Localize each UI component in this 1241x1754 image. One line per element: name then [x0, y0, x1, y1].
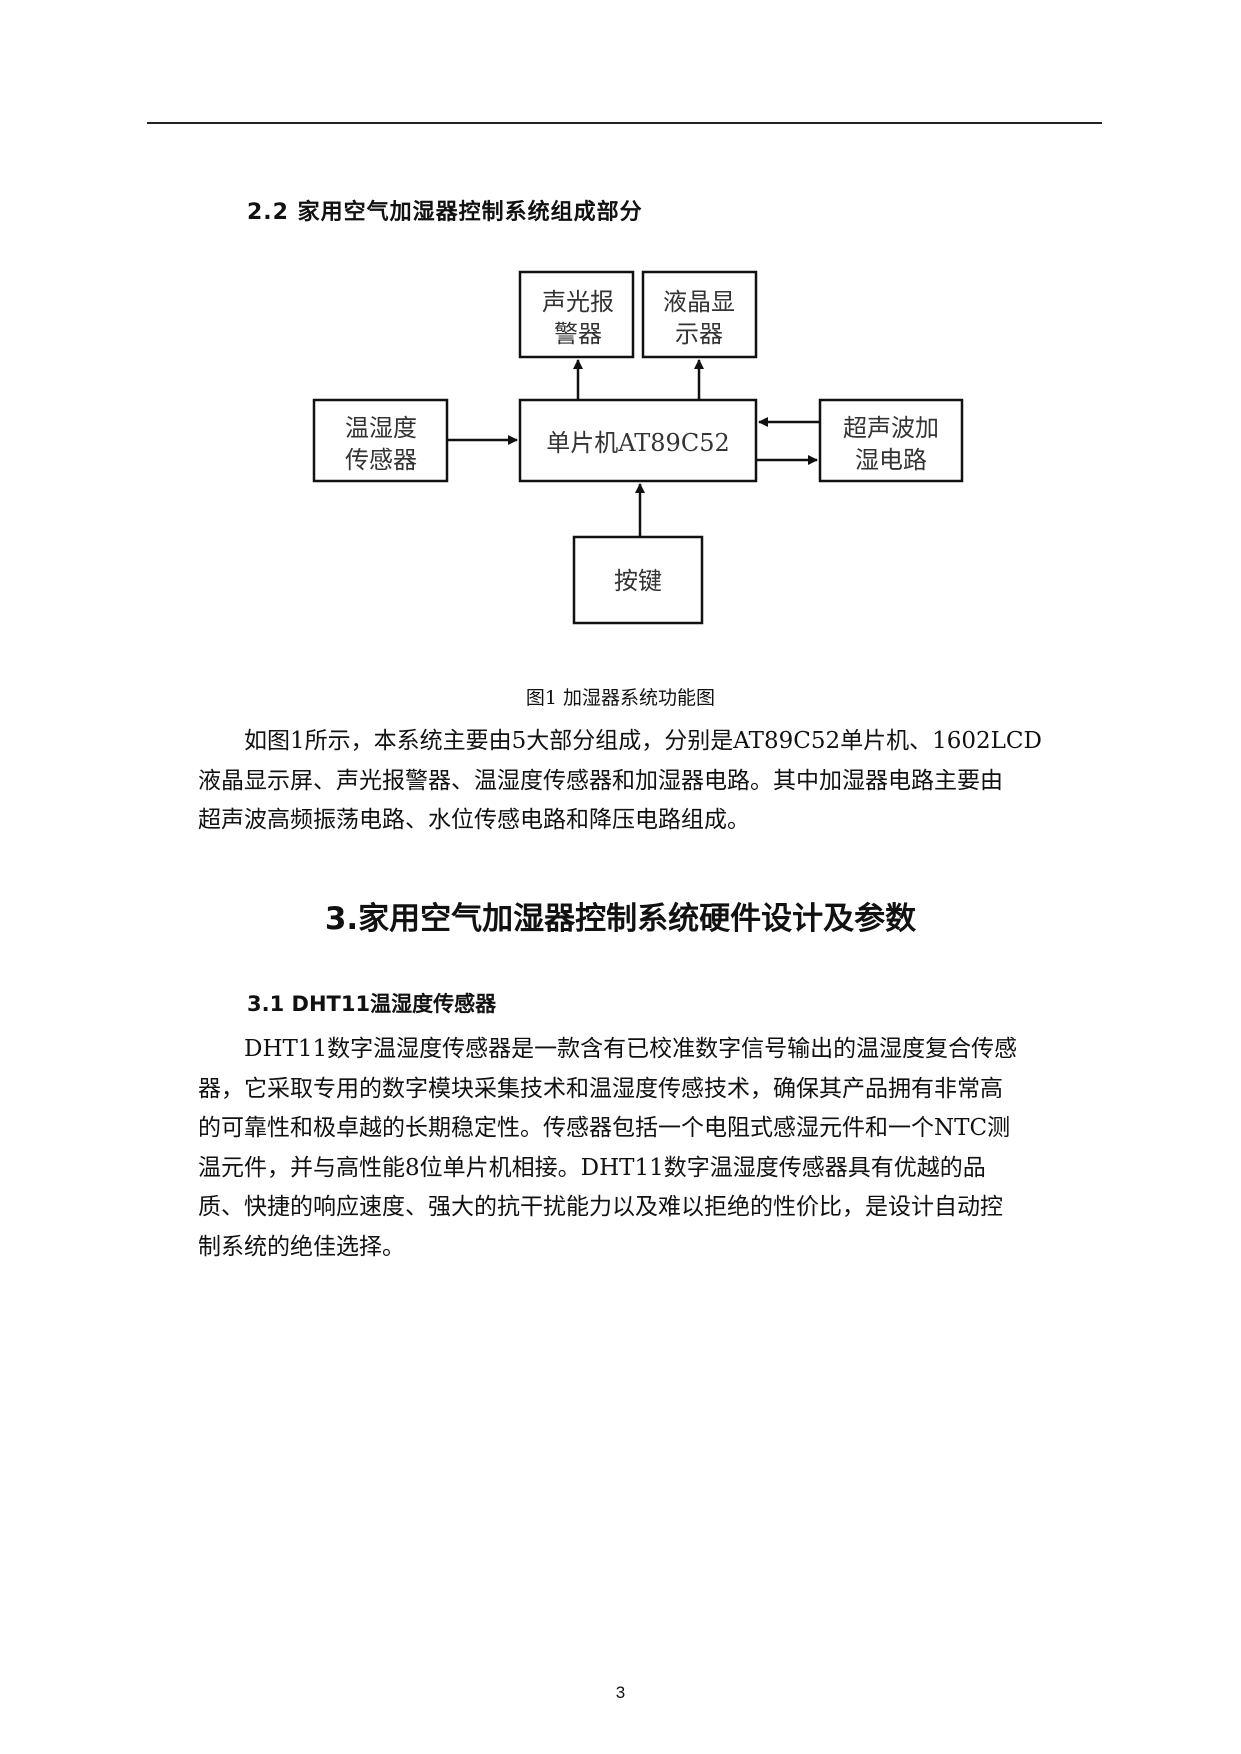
- lcd-box: [641, 270, 758, 359]
- alarm-label-line1: 声光报: [542, 288, 614, 316]
- alarm-box: [518, 270, 635, 359]
- paragraph-line: 如图1所示，本系统主要由5大部分组成，分别是AT89C52单片机、1602LCD: [244, 728, 1042, 754]
- paragraph-line: 的可靠性和极卓越的长期稳定性。传感器包括一个电阻式感湿元件和一个NTC测: [198, 1115, 1011, 1141]
- figure-caption: 图1 加湿器系统功能图: [525, 687, 716, 709]
- paragraph-line: 质、快捷的响应速度、强大的抗干扰能力以及难以拒绝的性价比，是设计自动控: [198, 1194, 1003, 1220]
- section-heading-3-1: 3.1 DHT11温湿度传感器: [247, 992, 497, 1016]
- paragraph-line: DHT11数字温湿度传感器是一款含有已校准数字信号输出的温湿度复合传感: [244, 1036, 1018, 1062]
- paragraph-line: 超声波高频振荡电路、水位传感电路和降压电路组成。: [198, 807, 750, 833]
- header-rule: [147, 122, 1102, 124]
- paragraph-system-composition: 如图1所示，本系统主要由5大部分组成，分别是AT89C52单片机、1602LCD…: [198, 722, 1083, 841]
- system-block-diagram: 声光报 警器 液晶显 示器 温湿度 传感器 单片机AT89C52 超声波加 湿电…: [312, 270, 964, 625]
- humidifier-box: [818, 398, 964, 483]
- paragraph-line: 制系统的绝佳选择。: [198, 1233, 405, 1260]
- lcd-label-line2: 示器: [675, 320, 723, 348]
- paragraph-line: 温元件，并与高性能8位单片机相接。DHT11数字温湿度传感器具有优越的品: [198, 1154, 986, 1181]
- section-heading-2-2: 2.2 家用空气加湿器控制系统组成部分: [247, 200, 643, 225]
- page-number: 3: [615, 1683, 626, 1702]
- chapter-heading-3: 3.家用空气加湿器控制系统硬件设计及参数: [324, 901, 917, 937]
- paragraph-line: 液晶显示屏、声光报警器、温湿度传感器和加湿器电路。其中加湿器电路主要由: [198, 767, 1003, 794]
- lcd-label-line1: 液晶显: [663, 288, 735, 316]
- sensor-label-line2: 传感器: [345, 446, 417, 474]
- mcu-box: [518, 398, 758, 483]
- keys-box: [572, 535, 704, 625]
- mcu-label: 单片机AT89C52: [546, 429, 729, 457]
- humidifier-label-line2: 湿电路: [855, 446, 927, 474]
- humidifier-label-line1: 超声波加: [843, 414, 939, 442]
- alarm-label-line2: 警器: [554, 320, 602, 348]
- sensor-label-line1: 温湿度: [345, 414, 417, 442]
- paragraph-line: 器，它采取专用的数字模块采集技术和温湿度传感技术，确保其产品拥有非常高: [198, 1075, 1003, 1102]
- keys-label: 按键: [614, 567, 662, 595]
- paragraph-dht11: DHT11数字温湿度传感器是一款含有已校准数字信号输出的温湿度复合传感 器，它采…: [198, 1030, 1083, 1267]
